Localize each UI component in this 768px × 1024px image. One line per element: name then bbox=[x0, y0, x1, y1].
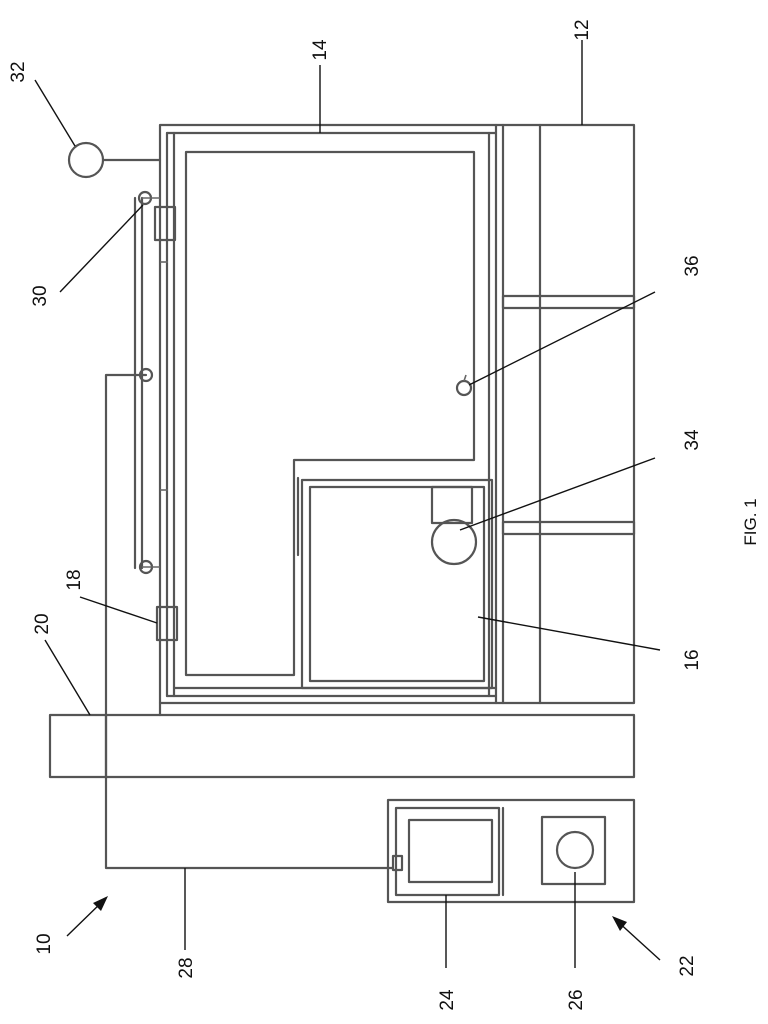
label-28: 28 bbox=[176, 957, 197, 978]
frame-14 bbox=[165, 131, 498, 698]
label-18: 18 bbox=[64, 569, 85, 590]
compartment-16 bbox=[296, 476, 494, 690]
leader-34 bbox=[459, 457, 656, 531]
housing-12 bbox=[158, 123, 636, 705]
label-22: 22 bbox=[677, 955, 698, 976]
leader-36 bbox=[468, 291, 656, 386]
label-14: 14 bbox=[310, 39, 331, 61]
arrow-10 bbox=[66, 896, 108, 937]
leader-30 bbox=[59, 204, 144, 293]
leader-32 bbox=[34, 79, 76, 147]
base-20 bbox=[48, 701, 636, 779]
gauge-32 bbox=[67, 141, 162, 179]
label-24: 24 bbox=[437, 989, 458, 1011]
sensor-36 bbox=[455, 374, 473, 397]
leader-18 bbox=[79, 596, 158, 624]
label-20: 20 bbox=[32, 613, 53, 634]
figure-caption: FIG. 1 bbox=[741, 498, 760, 545]
arrow-22 bbox=[612, 916, 661, 961]
label-30: 30 bbox=[30, 285, 51, 306]
label-10: 10 bbox=[34, 933, 55, 954]
label-32: 32 bbox=[8, 61, 29, 82]
piping-30 bbox=[133, 190, 168, 575]
label-12: 12 bbox=[572, 19, 593, 40]
leader-16 bbox=[477, 616, 661, 651]
control-unit-22 bbox=[386, 798, 636, 904]
leader-20 bbox=[44, 639, 91, 716]
label-36: 36 bbox=[682, 255, 703, 276]
label-34: 34 bbox=[682, 429, 703, 451]
label-16: 16 bbox=[682, 649, 703, 670]
hinge-18 bbox=[153, 205, 179, 642]
conduit-28 bbox=[104, 373, 394, 870]
leader-lines bbox=[34, 40, 661, 968]
label-26: 26 bbox=[566, 989, 587, 1010]
inner-chamber bbox=[184, 150, 476, 677]
